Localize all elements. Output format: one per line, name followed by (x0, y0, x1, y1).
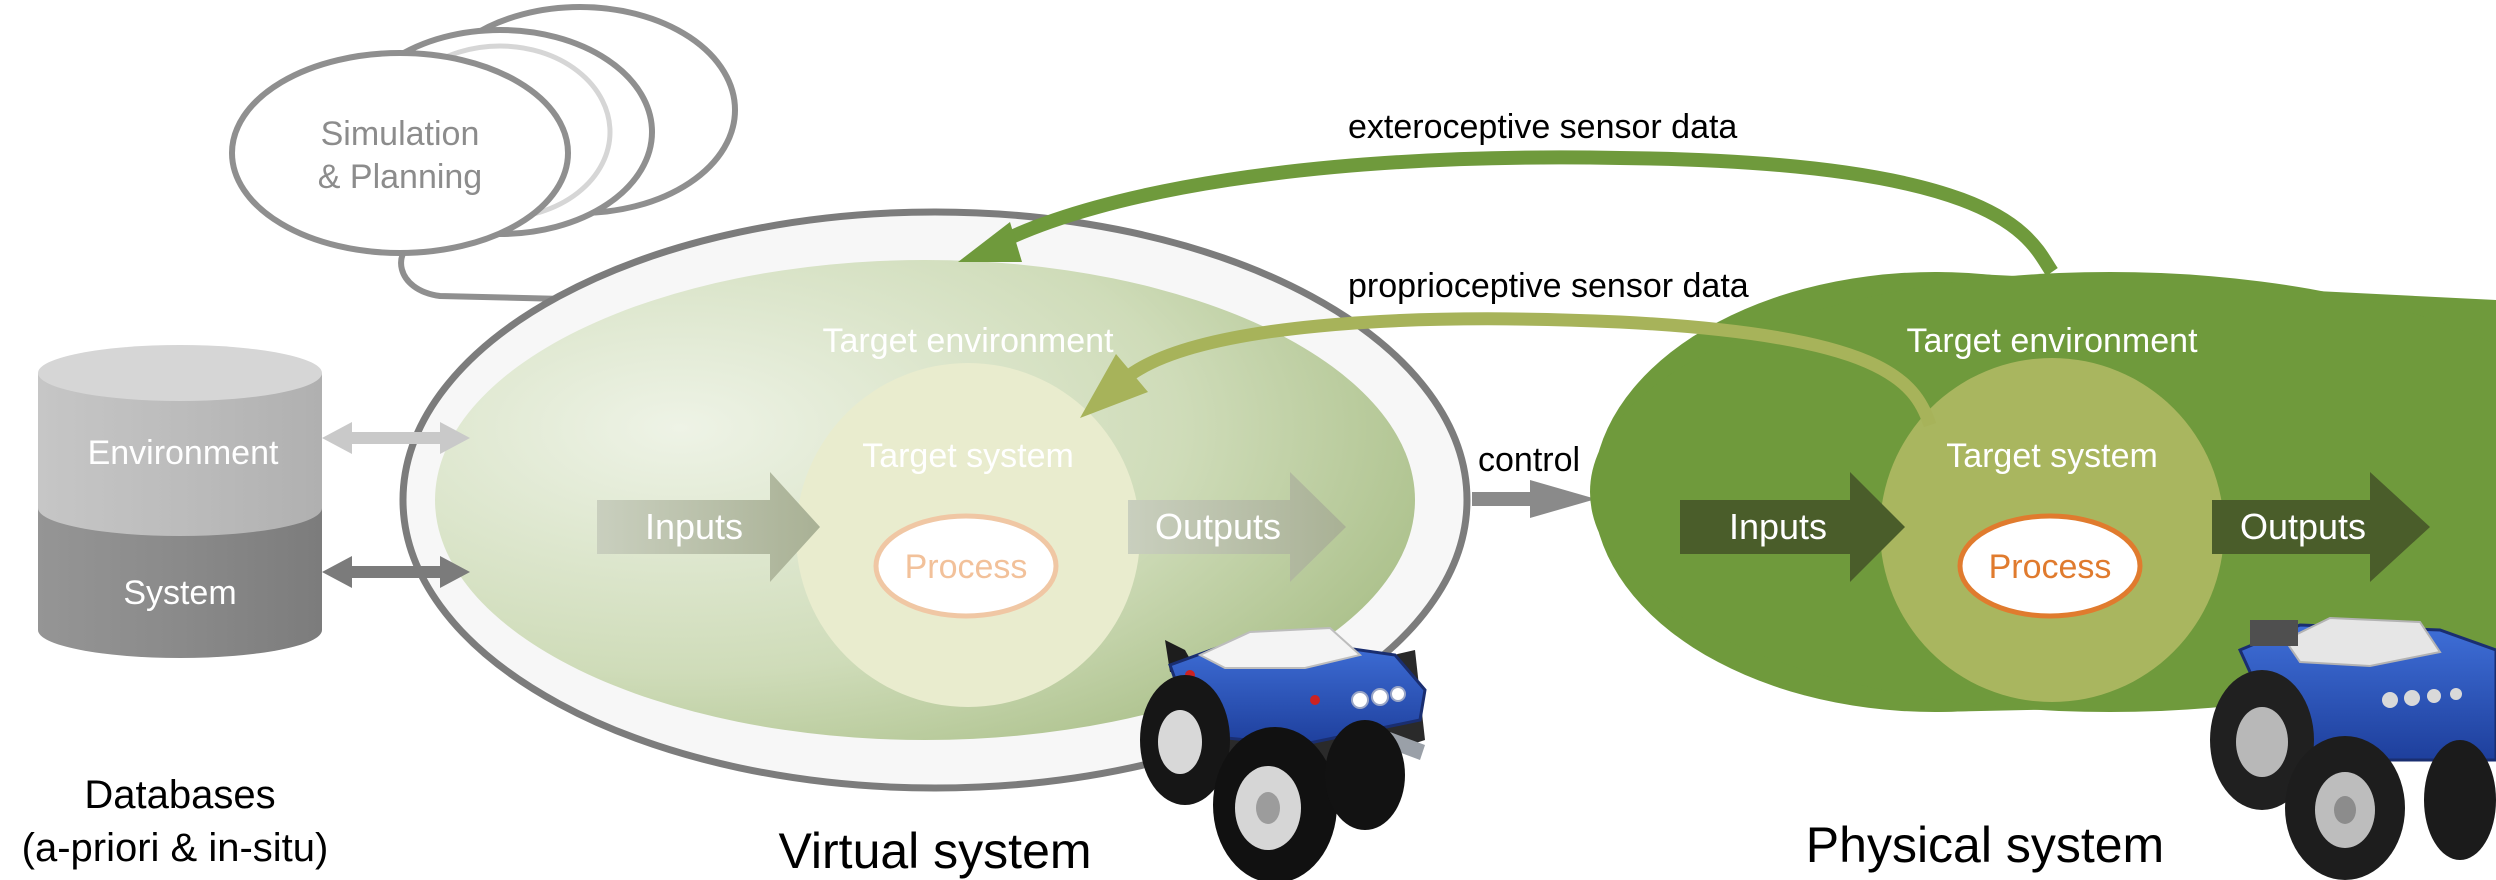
proprioceptive-arrow (1126, 312, 1937, 428)
control-arrow-head (1530, 480, 1596, 518)
virtual-process-ellipse (873, 513, 1059, 619)
virtual-system-label: Target system (862, 437, 1074, 475)
exteroceptive-arrow-head (958, 222, 1022, 262)
physical-inputs-label: Inputs (1729, 506, 1827, 547)
simulation-label-line1: Simulation (321, 115, 480, 153)
database-group: Environment System Databases (a-priori &… (22, 345, 470, 870)
virtual-process-label: Process (905, 548, 1028, 586)
simulation-planning-group: Simulation & Planning (229, 4, 738, 303)
physical-outputs-label: Outputs (2240, 506, 2366, 547)
physical-system-caption: Physical system (1806, 817, 2164, 873)
proprioceptive-arrow-head (1080, 354, 1148, 418)
physical-robot-icon (2210, 616, 2496, 880)
physical-system-label: Target system (1946, 437, 2158, 475)
database-system-label: System (123, 574, 236, 612)
physical-process-label: Process (1989, 548, 2112, 586)
virtual-system-group: Target environment Target system Inputs … (399, 208, 1471, 880)
proprioceptive-label: proprioceptive sensor data (1348, 267, 1749, 305)
virtual-inputs-label: Inputs (645, 506, 743, 547)
physical-environment-label: Target environment (1906, 322, 2198, 360)
simulation-ellipse-front (229, 50, 571, 256)
database-environment-label: Environment (88, 434, 279, 472)
database-environment-cylinder (38, 373, 322, 536)
system-exchange-arrow (322, 556, 470, 588)
sensor-flows: exteroceptive sensor data proprioceptive… (958, 108, 2058, 428)
virtual-inputs-arrow (597, 472, 820, 582)
control-flow: control (1472, 441, 1596, 518)
database-top-cap (38, 345, 322, 401)
virtual-environment-label: Target environment (822, 322, 1114, 360)
control-label: control (1478, 441, 1580, 479)
virtual-outputs-arrow (1128, 472, 1346, 582)
physical-system-group: Target environment Target system Inputs … (1590, 272, 2496, 880)
exteroceptive-label: exteroceptive sensor data (1348, 108, 1737, 146)
physical-process-ellipse (1957, 513, 2143, 619)
physical-inputs-arrow (1680, 472, 1905, 582)
database-caption-line1: Databases (84, 773, 275, 817)
virtual-outputs-label: Outputs (1155, 506, 1281, 547)
virtual-system-caption: Virtual system (778, 823, 1091, 879)
exteroceptive-arrow (1002, 150, 2058, 276)
database-system-cylinder (38, 508, 322, 658)
database-caption-line2: (a-priori & in-situ) (22, 826, 329, 870)
control-arrow-shaft (1472, 492, 1532, 506)
physical-outputs-arrow (2212, 472, 2430, 582)
environment-exchange-arrow (322, 422, 470, 454)
simulation-label-line2: & Planning (318, 158, 482, 196)
virtual-robot-icon (1140, 626, 1427, 880)
